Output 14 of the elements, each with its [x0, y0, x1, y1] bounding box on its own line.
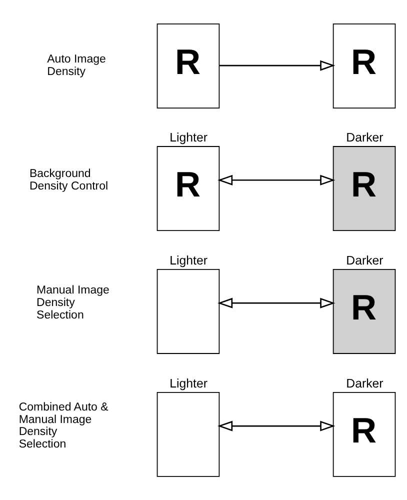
arrow	[218, 420, 336, 432]
node-label: Darker	[346, 130, 384, 144]
label: Background Density Control	[29, 168, 108, 192]
arrow	[218, 298, 336, 308]
node-label: Darker	[346, 253, 384, 268]
arrow	[218, 174, 336, 186]
arrow	[220, 60, 336, 71]
node-label: Darker	[346, 376, 384, 390]
label: Auto Image Density	[47, 53, 106, 78]
node-label: Lighter	[170, 253, 208, 268]
label: Combined Auto & Manual Image Density Selection	[18, 401, 108, 451]
label: Manual Image Density Selection	[36, 284, 110, 322]
node-label: Lighter	[170, 376, 208, 390]
node-label: Lighter	[170, 130, 208, 144]
